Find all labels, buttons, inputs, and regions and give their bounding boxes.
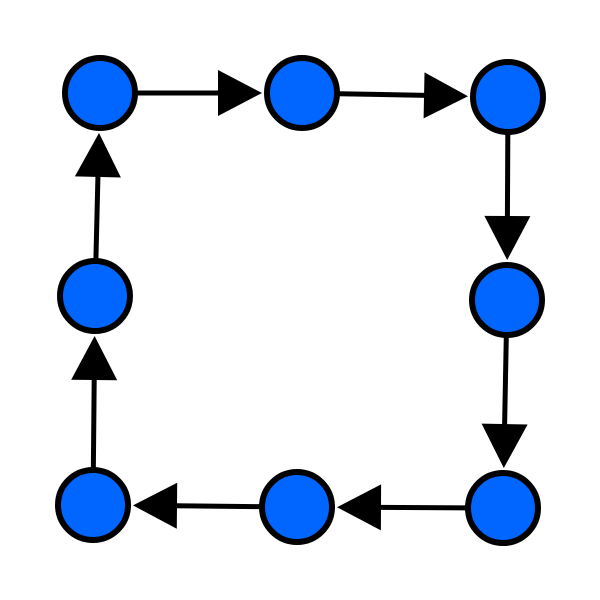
edge-arrow (74, 133, 121, 260)
arrowhead (133, 482, 178, 529)
arrowhead (337, 484, 382, 531)
edge-line (338, 91, 427, 98)
graph-node (264, 55, 340, 131)
edge-line (90, 377, 97, 469)
arrowhead (423, 72, 468, 119)
graph-node (470, 59, 546, 135)
edges-layer (71, 70, 531, 531)
graph-node (259, 469, 335, 545)
graph-node (469, 262, 545, 338)
edge-line (93, 174, 101, 260)
nodes-layer (55, 55, 546, 546)
graph-node (465, 470, 541, 546)
graph-node (55, 467, 131, 543)
edge-arrow (338, 72, 468, 119)
edge-arrow (133, 482, 261, 529)
edge-line (174, 503, 261, 510)
arrowhead (74, 133, 121, 178)
edge-arrow (71, 336, 118, 469)
graph-node (62, 55, 138, 131)
edge-arrow (481, 336, 528, 468)
edge-line (502, 336, 509, 427)
edge-arrow (337, 484, 467, 531)
arrowhead (481, 423, 528, 468)
edge-arrow (137, 70, 262, 116)
arrowhead (71, 336, 118, 381)
edge-arrow (484, 133, 531, 260)
arrowhead (484, 215, 531, 260)
arrowhead (218, 70, 262, 116)
graph-node (57, 258, 133, 334)
